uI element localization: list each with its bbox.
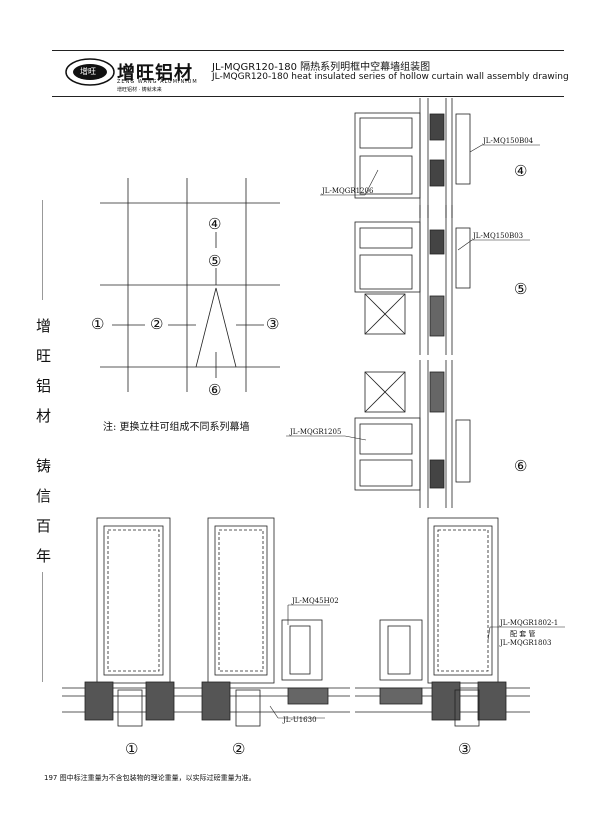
plan-view-2 <box>200 517 350 727</box>
section-view-5 <box>354 205 471 355</box>
label-jl-mq150b03: JL-MQ150B03 <box>473 232 524 240</box>
plan-view-3 <box>355 517 530 727</box>
brand-slogan: 增旺铝材 · 铸就未来 <box>117 87 162 93</box>
sidebar-char: 铝 <box>36 377 52 395</box>
plan-marker-1: ① <box>125 740 139 758</box>
plan-marker-3: ③ <box>458 740 472 758</box>
sidebar-char: 百 <box>36 517 52 535</box>
leader-lines <box>269 144 565 719</box>
sidebar-char: 增 <box>36 317 52 335</box>
plan-marker-2: ② <box>232 740 246 758</box>
header-bottom-rule <box>52 96 564 97</box>
sidebar-char: 信 <box>36 487 52 505</box>
label-jl-mqgr1206: JL-MQGR1206 <box>322 187 374 195</box>
label-jl-u1630: JL-U1630 <box>283 716 317 724</box>
grid-marker-1: ① <box>91 315 105 333</box>
brand-logo <box>65 58 115 86</box>
plan-view-1 <box>62 517 200 727</box>
drawing-title-cn: JL-MQGR120-180 隔热系列明框中空幕墙组装图 <box>212 62 431 73</box>
section-marker-4: ④ <box>514 162 528 180</box>
label-jl-mqgr1802-1: JL-MQGR1802-1 <box>500 619 559 627</box>
logo-text: 增旺 <box>80 67 96 76</box>
sidebar-char: 旺 <box>36 347 52 365</box>
sidebar-char: 年 <box>36 547 52 565</box>
grid-note: 注: 更换立柱可组成不同系列幕墙 <box>103 422 250 433</box>
brand-name-cn: 增旺铝材 <box>117 63 193 84</box>
sidebar-char: 铸 <box>36 457 52 475</box>
grid-marker-6: ⑥ <box>208 381 222 399</box>
section-marker-5: ⑤ <box>514 280 528 298</box>
section-marker-6: ⑥ <box>514 457 528 475</box>
grid-marker-4: ④ <box>208 215 222 233</box>
grid-marker-5: ⑤ <box>208 252 222 270</box>
footer-note: 197 图中标注重量为不含包装物的理论重量，以实际过磅重量为准。 <box>44 774 256 782</box>
brand-name-en: ZENG WANG ALUMINIUM <box>117 79 198 85</box>
label-pei-tao-guan: 配 套 管 <box>510 630 536 638</box>
label-jl-mqgr1205: JL-MQGR1205 <box>290 428 342 436</box>
sidebar-char: 材 <box>36 407 52 425</box>
section-view-6 <box>354 360 471 508</box>
section-view-4 <box>354 98 471 218</box>
sidebar-rule-bottom <box>42 572 43 682</box>
header-top-rule <box>52 50 564 51</box>
grid-marker-3: ③ <box>266 315 280 333</box>
label-jl-mq150b04: JL-MQ150B04 <box>483 137 534 145</box>
grid-diagram <box>100 178 280 392</box>
drawing-title-en: JL-MQGR120-180 heat insulated series of … <box>212 72 569 82</box>
sidebar-rule-top <box>42 200 43 300</box>
label-jl-mq45h02: JL-MQ45H02 <box>292 597 339 605</box>
grid-marker-2: ② <box>150 315 164 333</box>
label-jl-mqgr1803: JL-MQGR1803 <box>500 639 552 647</box>
